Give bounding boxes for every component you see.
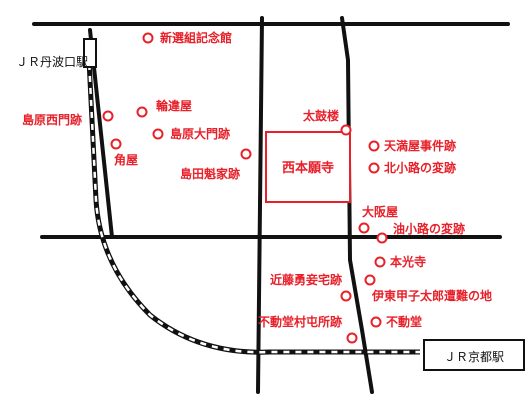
landmark-marker-sumiya	[110, 138, 122, 150]
landmark-marker-shinsengumi	[142, 32, 154, 44]
landmark-marker-kondo	[340, 290, 352, 302]
landmark-marker-aburanokoji	[376, 232, 388, 244]
kyoto-station-box	[423, 339, 525, 371]
landmark-label-fudodo: 不動堂	[386, 314, 422, 329]
railway	[83, 38, 420, 355]
landmark-marker-ito	[364, 274, 376, 286]
landmark-label-shimabara-daimon: 島原大門跡	[170, 126, 230, 141]
landmarks	[102, 32, 388, 344]
kyoto-station-label: ＪＲ京都駅	[444, 350, 504, 364]
landmark-label-wachigaiya: 輪違屋	[156, 98, 192, 113]
landmark-label-kondo: 近藤勇妾宅跡	[270, 272, 342, 287]
landmark-label-shimabara-nishimon: 島原西門跡	[22, 112, 82, 127]
railway-base	[85, 39, 420, 355]
landmark-label-tenmaya: 天満屋事件跡	[384, 138, 456, 153]
landmark-marker-fudodo	[370, 316, 382, 328]
landmark-label-shinsengumi: 新選組記念館	[160, 30, 232, 45]
landmark-marker-shimada	[240, 148, 252, 160]
nishi-honganji-label: 西本願寺	[282, 160, 334, 176]
landmark-label-kitakoji: 北小路の変跡	[384, 160, 456, 175]
landmark-marker-wachigaiya	[136, 106, 148, 118]
landmark-marker-shimabara-nishimon	[102, 110, 114, 122]
landmark-label-aburanokoji: 油小路の変跡	[393, 221, 465, 236]
landmark-marker-osakaya	[358, 222, 370, 234]
landmark-marker-honkoji	[374, 256, 386, 268]
landmark-label-sumiya: 角屋	[114, 152, 138, 167]
nishi-honganji-box	[265, 131, 351, 203]
road-center	[256, 16, 264, 394]
landmark-marker-fudodo-tonsho	[346, 332, 358, 344]
landmark-label-ito: 伊東甲子太郎遭難の地	[371, 288, 492, 303]
tambaguchi-station-mark	[83, 38, 97, 68]
landmark-marker-kitakoji	[368, 162, 380, 174]
landmark-marker-taikoro	[340, 124, 352, 136]
landmark-label-osakaya: 大阪屋	[362, 204, 398, 219]
railway-dash	[86, 39, 420, 354]
landmark-marker-tenmaya	[368, 140, 380, 152]
landmark-label-honkoji: 本光寺	[390, 254, 426, 269]
landmark-label-fudodo-tonsho: 不動堂村屯所跡	[258, 314, 342, 329]
landmark-label-taikoro: 太鼓楼	[303, 108, 339, 123]
tambaguchi-station-label: ＪＲ丹波口駅	[16, 55, 88, 69]
landmark-marker-shimabara-daimon	[152, 128, 164, 140]
roads	[32, 16, 510, 394]
landmark-label-shimada: 島田魁家跡	[180, 166, 240, 181]
